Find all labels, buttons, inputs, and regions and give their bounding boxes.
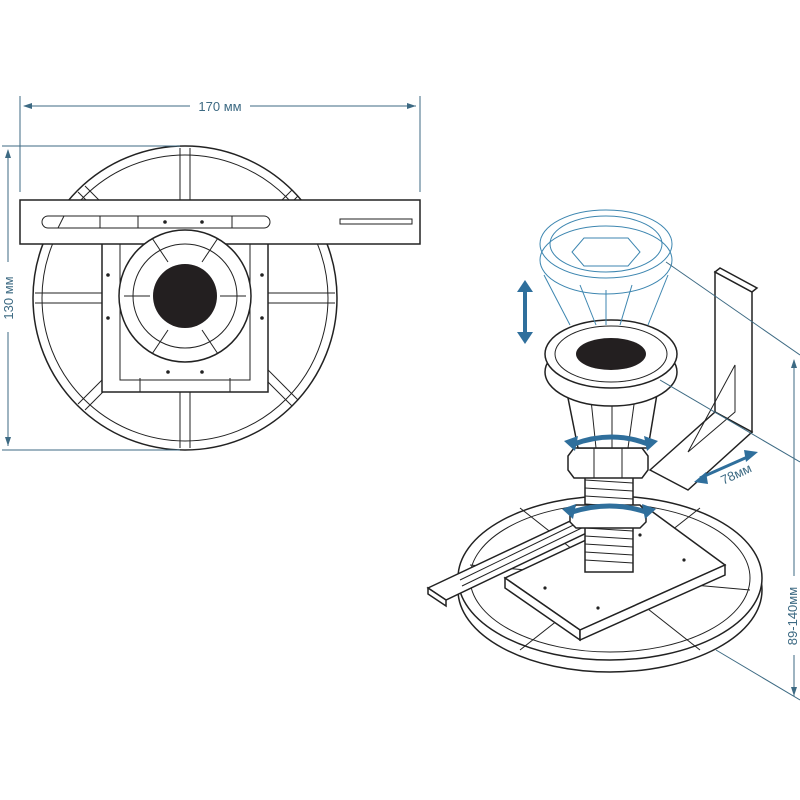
height-label: 130 мм: [1, 276, 16, 319]
bracket-bar: [19, 199, 421, 245]
bracket-slot: [41, 215, 271, 229]
center-hole: [153, 264, 217, 328]
rotate-arrow-icon: [562, 503, 656, 519]
iso-l-bracket-top: [713, 267, 759, 293]
iso-l-bracket-vertical: [714, 270, 753, 434]
range-dimension: 89-140мм: [785, 359, 800, 696]
range-label: 89-140мм: [785, 587, 800, 645]
height-dimension: 130 мм: [1, 145, 180, 451]
inner-ring: [41, 154, 329, 442]
iso-ghost-head: [539, 209, 673, 326]
top-view: [19, 145, 421, 451]
up-down-arrow-icon: [517, 280, 533, 344]
iso-head-disk-inner: [554, 325, 668, 383]
iso-upper-nut: [567, 447, 649, 479]
iso-head-hole: [576, 338, 646, 370]
width-label: 170 мм: [198, 99, 241, 114]
isometric-view: [426, 209, 800, 701]
iso-base-plate-side: [579, 563, 726, 642]
hub-ribs: [124, 237, 246, 355]
iso-l-bracket-gusset: [687, 364, 736, 453]
bracket-end-slot: [339, 218, 413, 225]
bracket-label: 78мм: [718, 460, 754, 487]
width-dimension: 170 мм: [19, 96, 421, 192]
iso-slide-bar-edge: [427, 586, 447, 608]
rotate-arrow-icon: [564, 434, 658, 451]
iso-l-bracket-base: [648, 411, 754, 491]
